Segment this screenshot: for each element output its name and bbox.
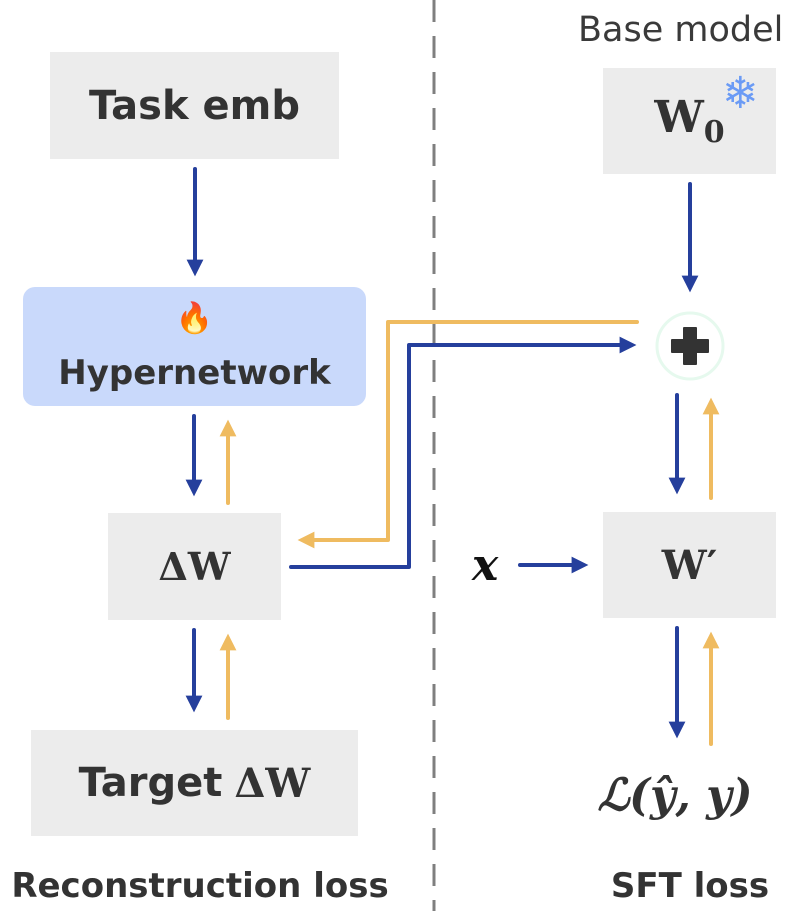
target-delta-w-box: Target ΔW — [31, 730, 358, 836]
sft-loss-expression: ℒ(ŷ, y) — [597, 770, 753, 821]
delta-w-label: ΔW — [158, 544, 231, 589]
base-model-header: Base model — [578, 10, 784, 50]
grad-plus-to-deltaw — [297, 320, 639, 549]
w-prime-box: W′ — [603, 512, 776, 618]
delta-w-box: ΔW — [108, 513, 281, 620]
w0-main: W — [654, 92, 704, 144]
fire-icon: 🔥 — [175, 301, 214, 336]
hypernetwork-box: 🔥 Hypernetwork — [23, 287, 366, 406]
w-prime-label: W′ — [661, 541, 718, 589]
target-label: Target — [78, 760, 223, 806]
hypernetwork-label: Hypernetwork — [58, 353, 331, 393]
plus-icon — [671, 327, 709, 365]
reconstruction-loss-caption: Reconstruction loss — [11, 866, 389, 906]
task-emb-label: Task emb — [89, 82, 300, 129]
input-x-label: x — [472, 540, 499, 591]
w0-box: W0 — [603, 68, 776, 174]
w0-subscript: 0 — [703, 114, 725, 150]
w0-label: W0 — [654, 92, 724, 150]
arrow-deltaw-to-plus — [289, 336, 637, 569]
snowflake-icon: ❄ — [722, 68, 759, 119]
sft-loss-caption: SFT loss — [610, 866, 770, 906]
task-emb-box: Task emb — [50, 52, 339, 159]
target-delta-w-symbol: ΔW — [234, 759, 311, 807]
